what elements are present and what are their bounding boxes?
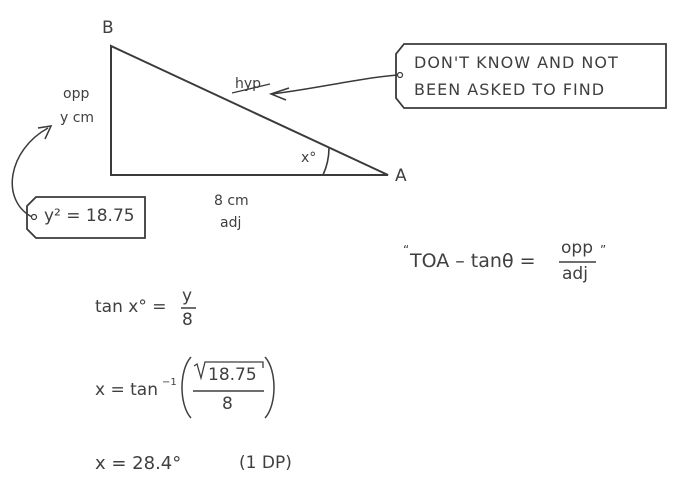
left-paren <box>181 356 192 419</box>
hyp-callout-line2: BEEN ASKED TO FIND <box>414 80 606 99</box>
step2-inverse-superscript: −1 <box>162 377 177 388</box>
step1-lhs: tan x° = <box>95 297 167 317</box>
adj-value: 8 cm <box>214 193 249 209</box>
callout-pin <box>396 71 404 79</box>
hyp-callout-box <box>395 43 667 109</box>
step1-numerator: y <box>182 286 193 306</box>
callout-pin <box>30 213 38 221</box>
angle-arc <box>322 147 330 176</box>
step3-result: x = 28.4° <box>95 453 182 474</box>
vertex-a-label: A <box>395 166 407 186</box>
adj-label: adj <box>220 215 242 231</box>
step2-lhs: x = tan <box>95 380 158 400</box>
angle-label: x° <box>301 150 317 166</box>
y-squared-callout-text: y² = 18.75 <box>44 206 135 226</box>
hyp-arrowhead <box>268 87 290 101</box>
y-squared-callout-box <box>26 196 146 239</box>
toa-formula-numerator: opp <box>561 238 593 258</box>
right-paren <box>264 356 275 419</box>
hyp-callout-line1: DON'T KNOW AND NOT <box>414 53 619 72</box>
opp-label: opp <box>63 86 90 102</box>
step2-denominator: 8 <box>222 394 233 414</box>
hyp-arrow <box>271 74 399 95</box>
open-quote: “ <box>403 243 410 257</box>
vertex-b-label: B <box>102 18 114 38</box>
y-arrow <box>11 127 49 218</box>
sqrt-sign <box>193 361 264 381</box>
right-triangle <box>110 44 389 176</box>
toa-formula-denominator: adj <box>562 264 588 284</box>
toa-formula-lhs: TOA – tanθ = <box>410 250 536 272</box>
close-quote: ” <box>600 243 607 257</box>
step1-denominator: 8 <box>182 310 193 330</box>
opp-value: y cm <box>60 110 95 126</box>
y-arrowhead <box>37 125 53 140</box>
step3-note: (1 DP) <box>239 453 292 473</box>
step2-numerator: 18.75 <box>208 365 257 385</box>
hyp-strikethrough <box>231 83 271 94</box>
hyp-label: hyp <box>235 76 262 92</box>
